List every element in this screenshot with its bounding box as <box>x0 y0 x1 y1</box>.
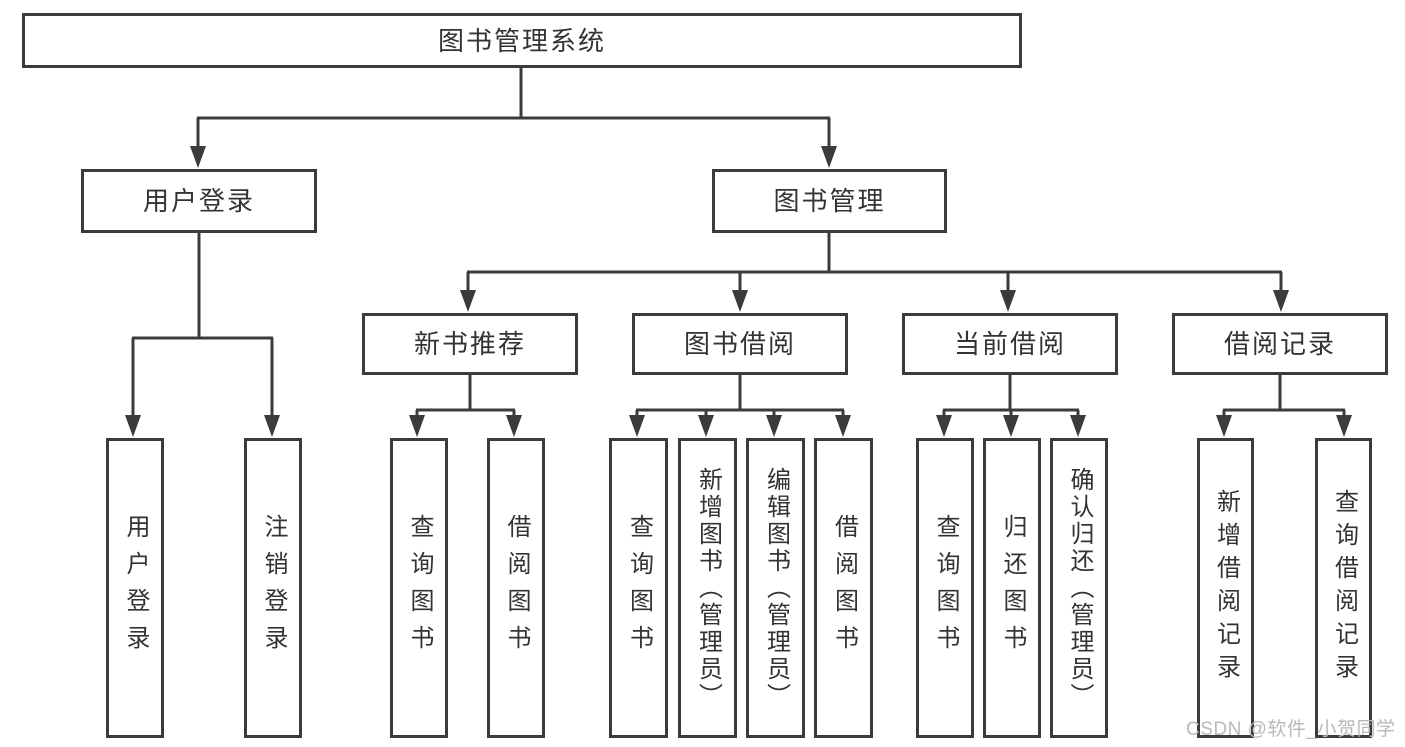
leaf-query-books-recommend: 查询图书 <box>390 438 448 738</box>
leaf-add-borrow-record: 新增借阅记录 <box>1197 438 1254 738</box>
leaf-confirm-return-admin: 确认归还（管理员） <box>1050 438 1108 738</box>
leaf-logout: 注销登录 <box>244 438 302 738</box>
leaf-borrow-books-recommend: 借阅图书 <box>487 438 545 738</box>
node-borrow-records: 借阅记录 <box>1172 313 1388 375</box>
leaf-borrow-books: 借阅图书 <box>814 438 873 738</box>
node-book-borrow: 图书借阅 <box>632 313 848 375</box>
leaf-query-books-current: 查询图书 <box>916 438 974 738</box>
node-current-borrow: 当前借阅 <box>902 313 1118 375</box>
node-new-book-recommend: 新书推荐 <box>362 313 578 375</box>
node-book-management: 图书管理 <box>712 169 947 233</box>
leaf-add-book-admin: 新增图书（管理员） <box>678 438 737 738</box>
leaf-user-login: 用户登录 <box>106 438 164 738</box>
leaf-query-books-borrow: 查询图书 <box>609 438 668 738</box>
arrowheads <box>125 146 1352 437</box>
csdn-watermark: CSDN @软件_小贺同学 <box>1186 719 1396 740</box>
leaf-edit-book-admin: 编辑图书（管理员） <box>746 438 805 738</box>
leaf-query-borrow-record: 查询借阅记录 <box>1315 438 1372 738</box>
node-root: 图书管理系统 <box>22 13 1022 68</box>
node-user-login: 用户登录 <box>81 169 317 233</box>
leaf-return-book: 归还图书 <box>983 438 1041 738</box>
